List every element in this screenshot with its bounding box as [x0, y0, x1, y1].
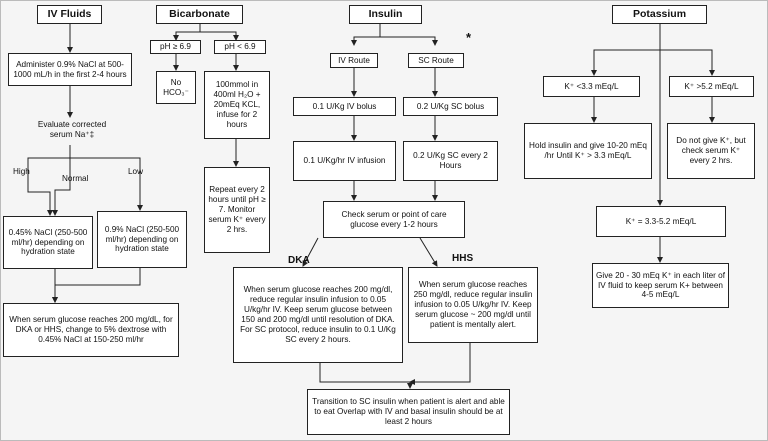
normal-label: Normal	[62, 174, 89, 183]
normal-saline-box: 0.9% NaCl (250-500 ml/hr) depending on h…	[97, 211, 187, 268]
header-insulin: Insulin	[349, 5, 422, 24]
iv-route-box: IV Route	[330, 53, 378, 68]
bicarbonate-infusion-box: 100mmol in 400ml H₂O + 20mEq KCL, infuse…	[204, 71, 270, 139]
repeat-bicarbonate-box: Repeat every 2 hours until pH ≥ 7. Monit…	[204, 167, 270, 253]
no-potassium-box: Do not give K⁺, but check serum K⁺ every…	[667, 123, 755, 179]
dka-instructions-box: When serum glucose reaches 200 mg/dl, re…	[233, 267, 403, 363]
dextrose-switch-box: When serum glucose reaches 200 mg/dL, fo…	[3, 303, 179, 357]
hhs-label: HHS	[452, 253, 474, 264]
ph-low-box: pH < 6.9	[214, 40, 266, 54]
low-label: Low	[128, 167, 144, 176]
hhs-instructions-box: When serum glucose reaches 250 mg/dl, re…	[408, 267, 538, 343]
header-iv-fluids: IV Fluids	[37, 5, 102, 24]
ph-high-box: pH ≥ 6.9	[150, 40, 201, 54]
high-label: High	[13, 167, 30, 176]
sc-bolus-box: 0.2 U/Kg SC bolus	[403, 97, 498, 116]
sc-every-box: 0.2 U/Kg SC every 2 Hours	[403, 141, 498, 181]
administer-saline-box: Administer 0.9% NaCl at 500-1000 mL/h in…	[8, 53, 132, 86]
sc-route-box: SC Route	[408, 53, 464, 68]
iv-infusion-box: 0.1 U/Kg/hr IV infusion	[293, 141, 396, 181]
potassium-normal-box: K⁺ = 3.3-5.2 mEq/L	[596, 206, 726, 237]
sc-route-asterisk: *	[466, 30, 472, 45]
glucose-check-box: Check serum or point of care glucose eve…	[323, 201, 465, 238]
header-potassium: Potassium	[612, 5, 707, 24]
evaluate-sodium-label: Evaluate corrected serum Na⁺‡	[37, 120, 107, 139]
header-bicarbonate: Bicarbonate	[156, 5, 243, 24]
half-saline-box: 0.45% NaCl (250-500 ml/hr) depending on …	[3, 216, 93, 269]
dka-label: DKA	[288, 255, 310, 266]
potassium-low-box: K⁺ <3.3 mEq/L	[543, 76, 640, 97]
transition-box: Transition to SC insulin when patient is…	[307, 389, 510, 435]
hold-insulin-box: Hold insulin and give 10-20 mEq /hr Unti…	[524, 123, 652, 179]
potassium-high-box: K⁺ >5.2 mEq/L	[669, 76, 754, 97]
iv-bolus-box: 0.1 U/Kg IV bolus	[293, 97, 396, 116]
no-bicarbonate-box: No HCO₃⁻	[156, 71, 196, 104]
potassium-replacement-box: Give 20 - 30 mEq K⁺ in each liter of IV …	[592, 263, 729, 308]
